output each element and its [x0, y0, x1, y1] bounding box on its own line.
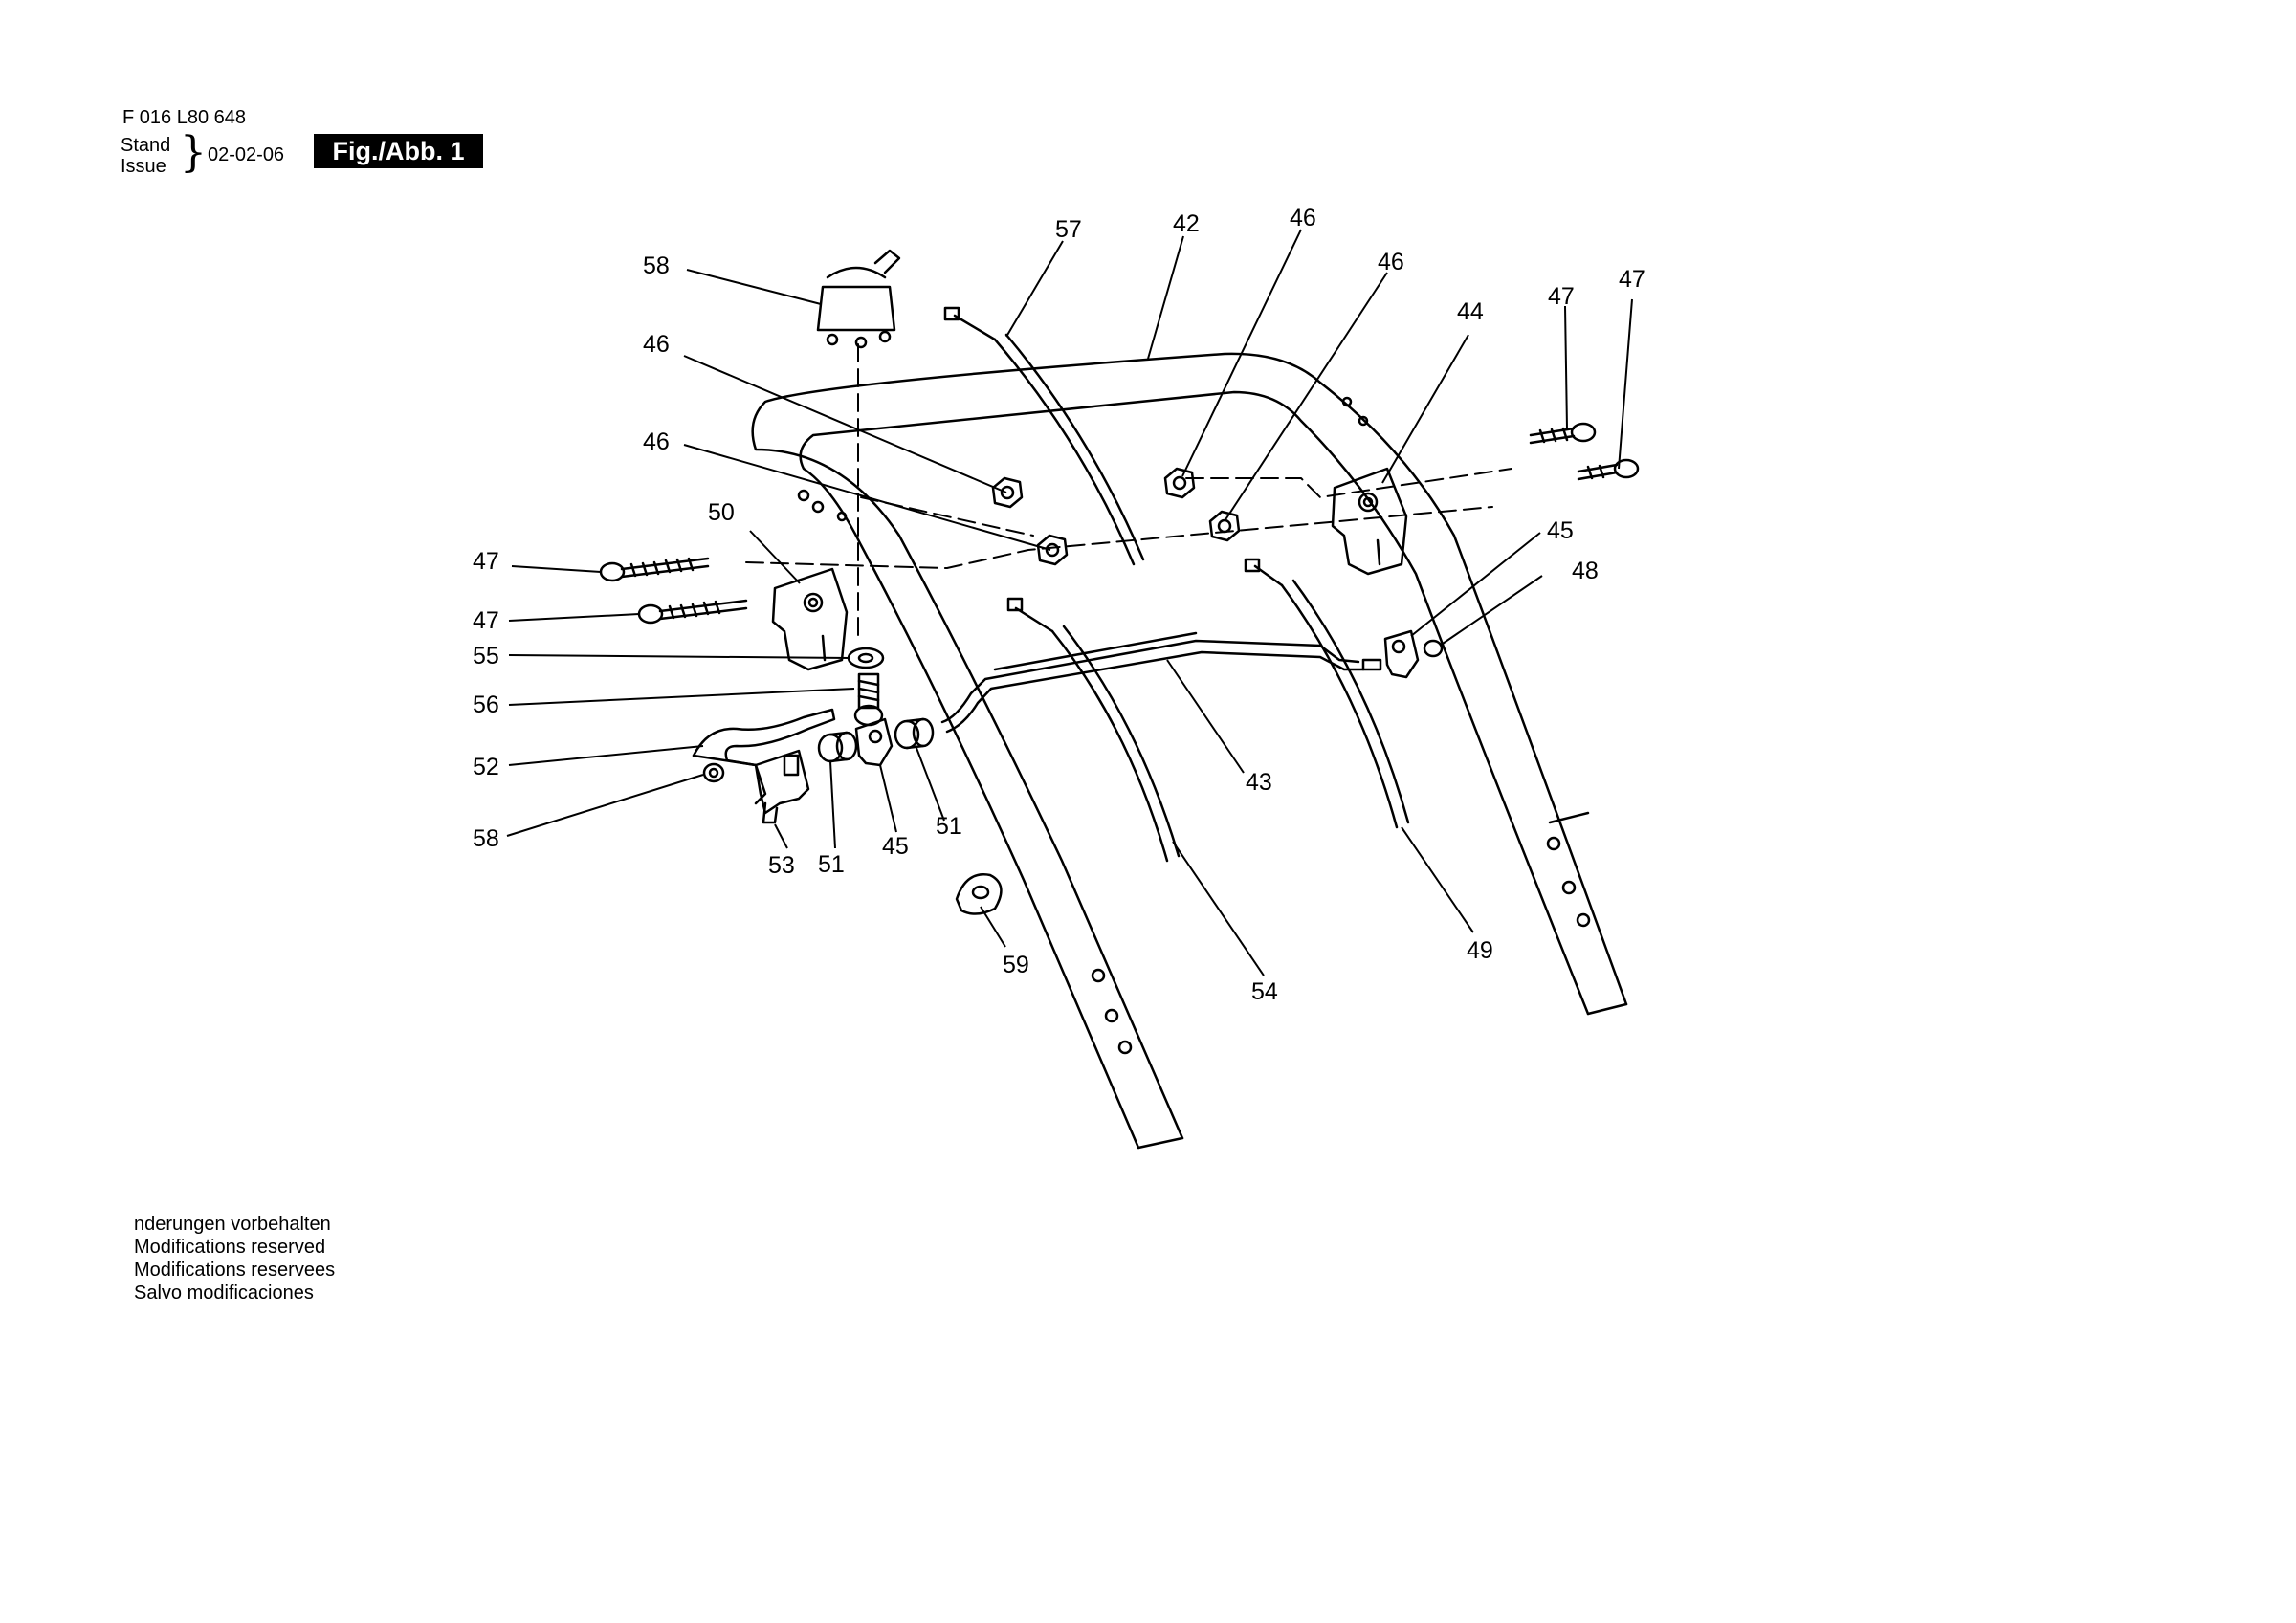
callout-48: 48 [1572, 558, 1599, 584]
callout-42: 42 [1173, 210, 1200, 237]
nut-46-c [1163, 467, 1196, 499]
issue-label: Issue [121, 156, 166, 177]
part-number: F 016 L80 648 [122, 107, 246, 128]
bolt-47-right-lower [1577, 458, 1640, 481]
cable-57 [943, 306, 1145, 566]
callout-45-right: 45 [1547, 517, 1574, 544]
callout-47-left-b: 47 [473, 607, 499, 634]
washer-48 [1423, 639, 1444, 658]
callout-55: 55 [473, 643, 499, 669]
sleeve-51-left [817, 731, 858, 763]
callout-57: 57 [1055, 216, 1082, 243]
modification-notice: nderungen vorbehalten Modifications rese… [134, 1213, 335, 1305]
bolt-47-left-lower [637, 599, 748, 625]
callout-58-top: 58 [643, 252, 670, 279]
switch-53 [754, 749, 810, 824]
sleeve-51-right [894, 717, 935, 750]
callout-51-right: 51 [936, 813, 962, 840]
callout-46-c: 46 [643, 331, 670, 358]
cable-49 [1244, 558, 1410, 829]
handle-frame [751, 352, 1628, 1150]
notice-en: Modifications reserved [134, 1237, 326, 1258]
nut-46-d [1208, 510, 1241, 542]
callout-50: 50 [708, 499, 735, 526]
clamp-45-right [1383, 629, 1420, 679]
bracket-50 [771, 567, 849, 671]
callout-52: 52 [473, 754, 499, 780]
clamp-45-left [854, 717, 894, 767]
clip-59 [955, 873, 1003, 915]
bracket-44 [1331, 467, 1408, 576]
callout-54: 54 [1251, 978, 1278, 1005]
callout-44: 44 [1457, 298, 1484, 325]
callout-59: 59 [1003, 952, 1029, 978]
notice-de: nderungen vorbehalten [134, 1214, 331, 1235]
screw-56 [853, 672, 884, 727]
notice-es: Salvo modificaciones [134, 1283, 314, 1304]
issue-date: 02-02-06 [208, 144, 285, 165]
stand-issue-label: Stand Issue [121, 135, 170, 177]
callout-49: 49 [1467, 937, 1493, 964]
callout-46-b: 46 [1378, 249, 1404, 275]
cable-54 [1006, 597, 1181, 863]
figure-badge: Fig./Abb. 1 [314, 134, 483, 168]
stand-label: Stand [121, 135, 171, 156]
bolt-47-left-upper [599, 557, 710, 582]
bolt-47-right-upper [1529, 422, 1597, 445]
callout-47-left-a: 47 [473, 548, 499, 575]
callout-47-right-a: 47 [1548, 283, 1575, 310]
callout-53: 53 [768, 852, 795, 879]
notice-fr: Modifications reservees [134, 1260, 336, 1281]
control-rod-43 [940, 631, 1382, 734]
lever-52 [692, 708, 836, 805]
nut-46-a [991, 476, 1024, 509]
callout-51-left: 51 [818, 851, 845, 878]
callout-46-d: 46 [643, 428, 670, 455]
callout-46-a: 46 [1290, 205, 1316, 231]
nut-58-bottom [702, 762, 725, 783]
washer-55 [847, 647, 885, 669]
brace-glyph: } [180, 128, 207, 177]
callout-43: 43 [1246, 769, 1272, 796]
callout-47-right-b: 47 [1619, 266, 1645, 293]
callout-58-bottom: 58 [473, 825, 499, 852]
callout-45-left: 45 [882, 833, 909, 860]
nut-46-b [1036, 534, 1069, 566]
knob-58-top [816, 249, 901, 349]
callout-56: 56 [473, 691, 499, 718]
